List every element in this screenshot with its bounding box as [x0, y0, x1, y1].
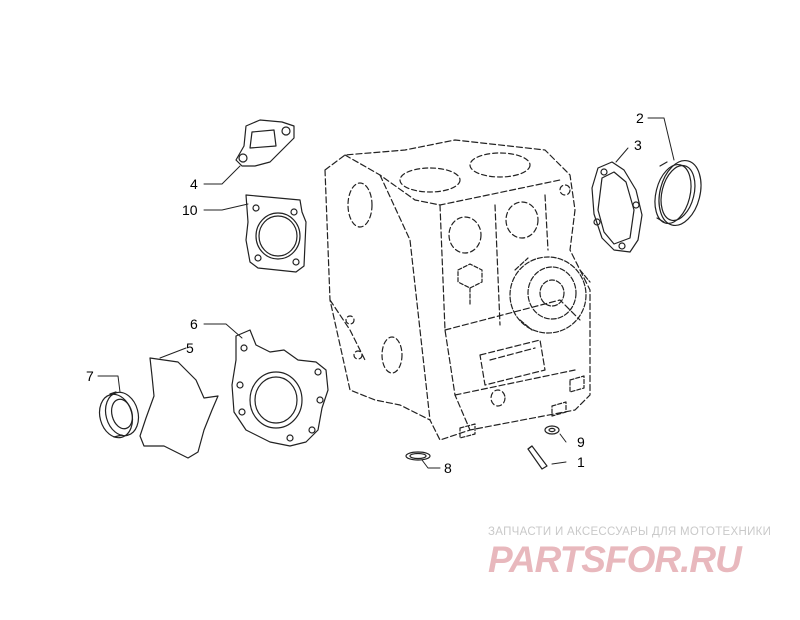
oil-pump-housing [509, 256, 591, 334]
block-dowels [459, 375, 585, 439]
part-6-front-gasket [231, 329, 329, 447]
callout-10: 10 [182, 202, 198, 218]
callout-6: 6 [190, 316, 198, 332]
part-7-oil-seal [98, 391, 140, 439]
callout-3: 3 [634, 137, 642, 153]
part-3-cover-gasket [591, 161, 643, 253]
watermark-logo: PARTSFOR.RU [488, 539, 742, 580]
part-5-sealant-bead [139, 357, 219, 459]
callout-7: 7 [86, 368, 94, 384]
part-10-gasket [245, 194, 307, 273]
callout-labels: 4 10 2 3 6 5 7 8 9 1 [86, 110, 644, 476]
part-8-o-ring [405, 451, 431, 461]
callout-1: 1 [577, 454, 585, 470]
part-2-seal-ring [654, 160, 702, 226]
block-bolt-head [457, 263, 483, 306]
callout-8: 8 [444, 460, 452, 476]
callout-5: 5 [186, 340, 194, 356]
part-9-washer [544, 425, 560, 435]
watermark-subtitle: ЗАПЧАСТИ И АКСЕССУАРЫ ДЛЯ МОТОТЕХНИКИ [488, 526, 772, 538]
part-4-gasket [235, 119, 295, 167]
callout-4: 4 [190, 176, 198, 192]
callout-9: 9 [577, 434, 585, 450]
engine-block [324, 139, 591, 441]
engine-block-bores [345, 152, 571, 407]
part-1-dowel-pin [527, 445, 548, 470]
callout-2: 2 [636, 110, 644, 126]
leader-lines [97, 117, 675, 469]
